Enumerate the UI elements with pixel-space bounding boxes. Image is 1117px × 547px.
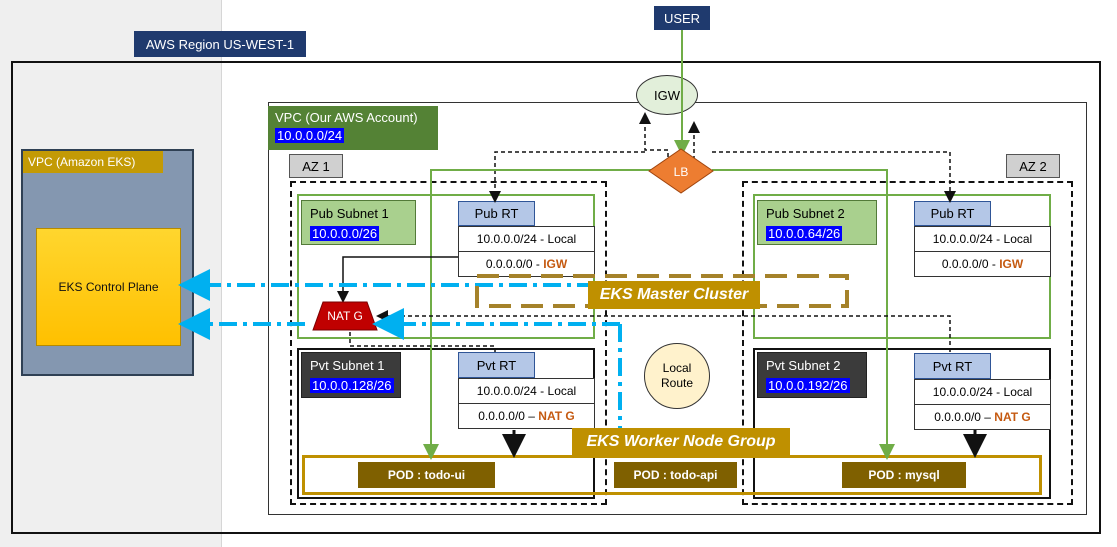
pub-subnet-2-name: Pub Subnet 2 — [766, 206, 845, 221]
pvt-rt-2-row-default: 0.0.0.0/0 – NAT G — [914, 404, 1051, 430]
pub-subnet-1-name: Pub Subnet 1 — [310, 206, 389, 221]
region-label: AWS Region US-WEST-1 — [134, 31, 306, 57]
az2-label: AZ 2 — [1006, 154, 1060, 178]
pvt-subnet-1-name: Pvt Subnet 1 — [310, 358, 385, 373]
pub-rt-1-row2-prefix: 0.0.0.0/0 - — [485, 257, 544, 271]
pod-todo-ui: POD : todo-ui — [358, 462, 495, 488]
pvt-rt-1-row-local: 10.0.0.0/24 - Local — [458, 378, 595, 404]
pub-rt-1-row2-target: IGW — [543, 257, 568, 271]
pvt-rt-2-row-local: 10.0.0.0/24 - Local — [914, 379, 1051, 405]
pvt-rt-2-row2-target: NAT G — [994, 410, 1031, 424]
pub-rt-1-title: Pub RT — [458, 201, 535, 226]
pvt-subnet-2-name: Pvt Subnet 2 — [766, 358, 841, 373]
worker-node-group-box — [302, 455, 1042, 495]
eks-worker-node-group-banner: EKS Worker Node Group — [572, 428, 790, 456]
pvt-subnet-2-cidr: 10.0.0.192/26 — [766, 378, 850, 393]
pvt-subnet-2-label: Pvt Subnet 2 10.0.0.192/26 — [757, 352, 867, 398]
eks-control-plane: EKS Control Plane — [36, 228, 181, 346]
pub-rt-2-row2-prefix: 0.0.0.0/0 - — [941, 257, 1000, 271]
az1-label: AZ 1 — [289, 154, 343, 178]
pub-rt-2-title: Pub RT — [914, 201, 991, 226]
pub-rt-1-row-default: 0.0.0.0/0 - IGW — [458, 251, 595, 277]
pub-subnet-1-label: Pub Subnet 1 10.0.0.0/26 — [301, 200, 416, 245]
region-frame — [11, 61, 1101, 534]
pvt-rt-2-row2-prefix: 0.0.0.0/0 – — [934, 410, 995, 424]
vpc-ours-cidr: 10.0.0.0/24 — [275, 128, 345, 143]
pvt-subnet-1-label: Pvt Subnet 1 10.0.0.128/26 — [301, 352, 401, 398]
vpc-eks-label: VPC (Amazon EKS) — [23, 151, 163, 173]
user-label: USER — [654, 6, 710, 30]
pub-rt-2-row-local: 10.0.0.0/24 - Local — [914, 226, 1051, 252]
pvt-rt-1-row-default: 0.0.0.0/0 – NAT G — [458, 403, 595, 429]
pub-subnet-1-cidr: 10.0.0.0/26 — [310, 226, 380, 241]
pod-mysql: POD : mysql — [842, 462, 966, 488]
pub-rt-2-row2-target: IGW — [999, 257, 1024, 271]
pvt-subnet-1-cidr: 10.0.0.128/26 — [310, 378, 394, 393]
vpc-ours-label: VPC (Our AWS Account) 10.0.0.0/24 — [268, 106, 438, 150]
pub-subnet-2-cidr: 10.0.0.64/26 — [766, 226, 843, 241]
local-route-node: Local Route — [644, 343, 710, 409]
pvt-rt-1-title: Pvt RT — [458, 352, 535, 378]
pub-rt-1-row-local: 10.0.0.0/24 - Local — [458, 226, 595, 252]
vpc-ours-title: VPC (Our AWS Account) — [275, 110, 418, 125]
pvt-rt-1-row2-target: NAT G — [538, 409, 575, 423]
igw-node: IGW — [636, 75, 698, 115]
pub-subnet-2-label: Pub Subnet 2 10.0.0.64/26 — [757, 200, 877, 245]
pvt-rt-2-title: Pvt RT — [914, 353, 991, 379]
pub-rt-2-row-default: 0.0.0.0/0 - IGW — [914, 251, 1051, 277]
pod-todo-api: POD : todo-api — [614, 462, 737, 488]
eks-master-cluster-banner: EKS Master Cluster — [588, 281, 760, 309]
pvt-rt-1-row2-prefix: 0.0.0.0/0 – — [478, 409, 539, 423]
